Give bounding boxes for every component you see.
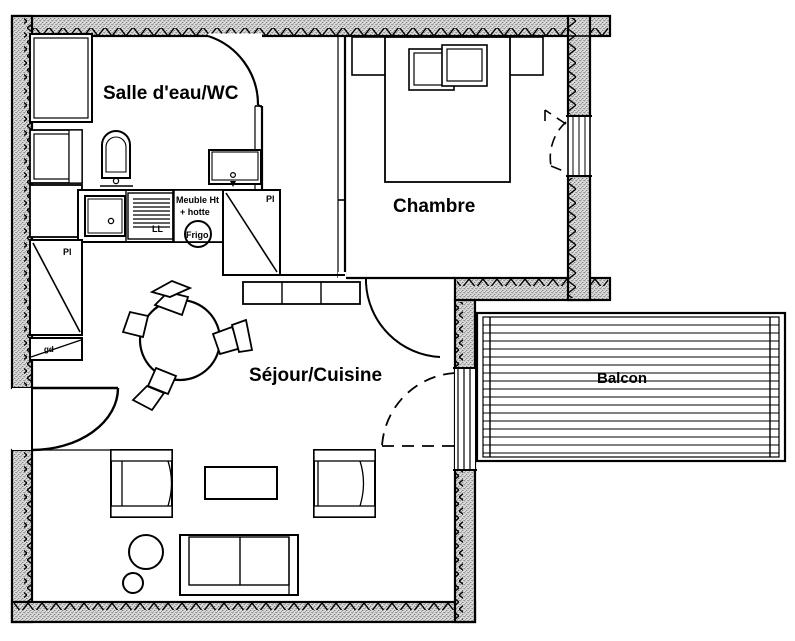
nightstand-right xyxy=(504,36,544,76)
balcony-door xyxy=(381,367,477,471)
side-table-small xyxy=(122,572,144,594)
kitchen-sink xyxy=(84,195,126,237)
dining-chair-top xyxy=(149,280,193,317)
balcony xyxy=(475,311,787,463)
hall-cupboard xyxy=(29,184,83,238)
label-meuble-haut-line1: Meuble Ht xyxy=(176,195,219,205)
sofa xyxy=(179,534,299,596)
sideboard xyxy=(242,281,361,305)
label-lave-linge: LL xyxy=(152,224,163,234)
wall-top xyxy=(10,14,612,38)
bathroom-door xyxy=(207,33,263,108)
bathroom xyxy=(29,33,264,238)
bedroom xyxy=(337,36,544,358)
hall-closet xyxy=(29,239,83,336)
side-table-large xyxy=(128,534,164,570)
living-room xyxy=(110,280,376,596)
technical-cupboard xyxy=(29,337,83,361)
label-chambre: Chambre xyxy=(393,196,475,217)
label-frigo: Frigo xyxy=(186,230,209,240)
wall-bottom xyxy=(10,600,477,624)
label-sejour-cuisine: Séjour/Cuisine xyxy=(249,365,382,386)
vanity-cabinet xyxy=(29,129,83,184)
fridge-unit xyxy=(172,189,224,248)
washing-machine xyxy=(125,189,175,243)
label-meuble-haut-line2: + hotte xyxy=(180,207,210,217)
pillow-right xyxy=(441,44,488,87)
label-balcon: Balcon xyxy=(597,370,647,387)
shower-tray xyxy=(29,33,93,123)
label-placard-cuisine: Pl xyxy=(266,194,275,204)
washbasin xyxy=(208,149,262,187)
wc-bowl xyxy=(100,130,133,187)
label-placard-entree: Pl xyxy=(63,247,72,257)
bedroom-window xyxy=(544,109,592,177)
armchair-right xyxy=(313,449,376,518)
balcony-decking xyxy=(483,324,779,454)
kitchen-pantry xyxy=(222,189,345,276)
room-labels: Salle d'eau/WC Chambre Séjour/Cuisine Ba… xyxy=(103,83,647,387)
coffee-table xyxy=(204,466,278,500)
dining-chair-left xyxy=(121,310,150,339)
hob-burners xyxy=(127,192,174,240)
wall-bedroom-right xyxy=(566,14,592,302)
label-gaine-technique: gd xyxy=(44,345,54,354)
kitchen xyxy=(77,189,345,276)
dining-chair-right xyxy=(211,318,254,356)
entry-door xyxy=(12,386,120,452)
fixture-labels: Meuble Ht + hotte LL Frigo Pl Pl gd xyxy=(44,194,275,354)
armchair-left xyxy=(110,449,173,518)
label-salle-deau-wc: Salle d'eau/WC xyxy=(103,83,239,104)
dining-chair-bottom xyxy=(131,366,178,412)
